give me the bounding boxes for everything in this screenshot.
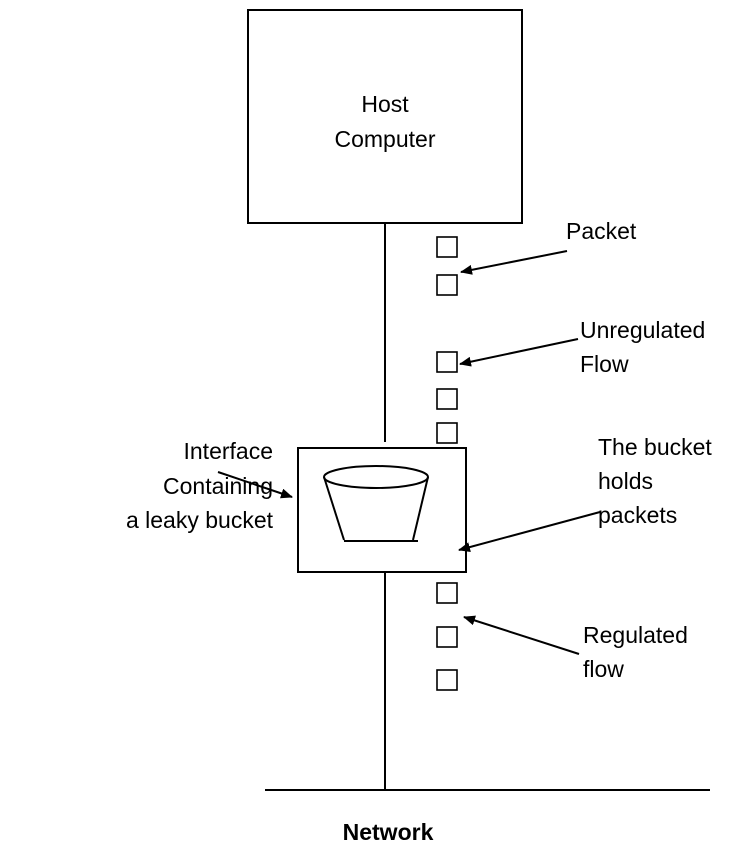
regulated-flow-arrow: [463, 615, 580, 655]
packet-square: [436, 422, 458, 444]
regulated-flow-label-line2: flow: [583, 656, 624, 682]
packet-square: [436, 582, 458, 604]
bucket-label-line3: packets: [598, 502, 677, 528]
packet-label: Packet: [566, 218, 637, 244]
leaky-bucket-icon: [323, 465, 429, 542]
unregulated-flow-label-line2: Flow: [580, 351, 629, 377]
packet-square: [436, 626, 458, 648]
interface-label-line2: Containing: [163, 473, 273, 499]
bucket-label-line1: The bucket: [598, 434, 712, 460]
unregulated-flow-arrow: [459, 338, 579, 367]
interface-box: [297, 447, 467, 573]
packet-square: [436, 351, 458, 373]
network-label: Network: [343, 819, 434, 845]
interface-label-line3: a leaky bucket: [126, 507, 274, 533]
regulated-flow-label-line1: Regulated: [583, 622, 688, 648]
packet-square: [436, 388, 458, 410]
packet-square: [436, 274, 458, 296]
bucket-holds-arrow: [458, 511, 601, 552]
host-label-line2: Computer: [335, 126, 436, 152]
interface-label-line1: Interface: [184, 438, 274, 464]
packet-square: [436, 236, 458, 258]
host-label-line1: Host: [361, 91, 409, 117]
bucket-label-line2: holds: [598, 468, 653, 494]
packet-arrow: [460, 250, 568, 275]
packet-square: [436, 669, 458, 691]
interface-arrow: [217, 471, 293, 499]
unregulated-flow-label-line1: Unregulated: [580, 317, 705, 343]
